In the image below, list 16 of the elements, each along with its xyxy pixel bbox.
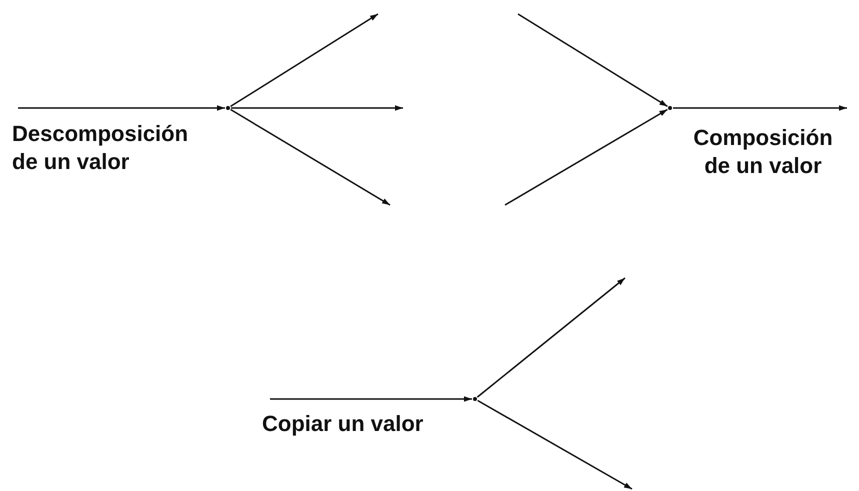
arrow — [477, 400, 632, 490]
arrow — [270, 396, 472, 402]
arrow — [18, 105, 225, 111]
junction-dot — [226, 106, 230, 110]
arrow — [230, 13, 378, 108]
arrow — [230, 108, 390, 206]
arrow — [673, 105, 847, 111]
junction-dot — [473, 397, 477, 401]
node-label: Composición de un valor — [692, 124, 834, 180]
junction-dot — [668, 106, 672, 110]
arrow — [476, 277, 626, 398]
node-label: Descomposición de un valor — [12, 120, 190, 176]
arrow — [231, 105, 403, 111]
node-label: Copiar un valor — [262, 410, 424, 438]
arrow — [518, 13, 668, 108]
arrow — [504, 108, 668, 206]
